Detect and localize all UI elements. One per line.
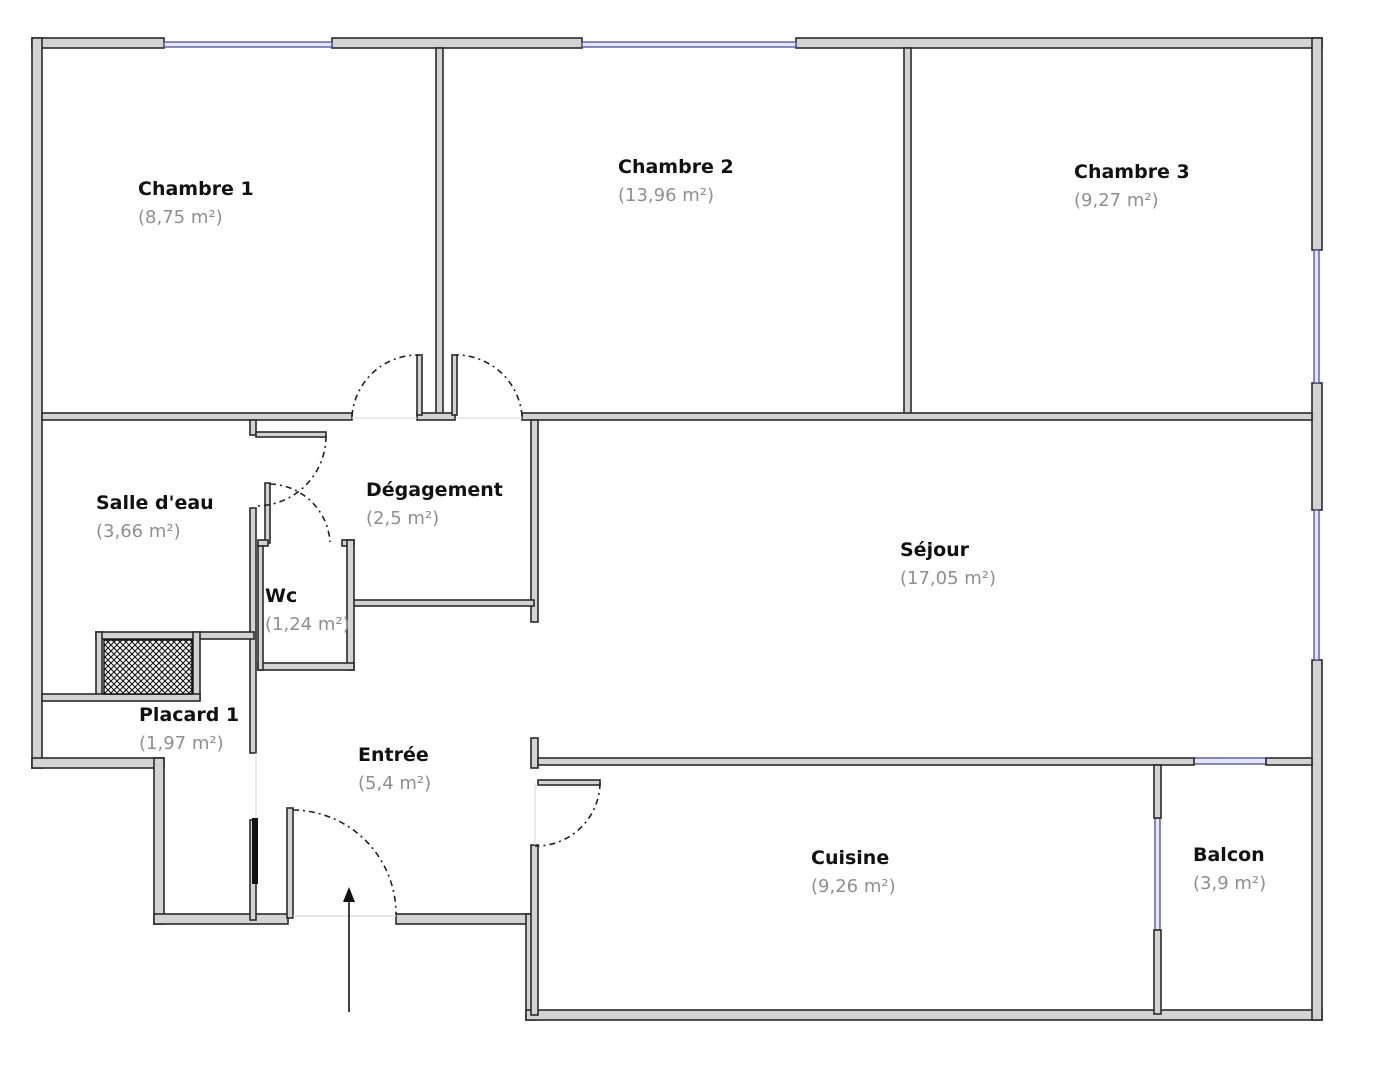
room-area: (9,26 m²) bbox=[811, 876, 896, 897]
room-area: (13,96 m²) bbox=[618, 185, 715, 206]
room-label-cuisine: Cuisine (9,26 m²) bbox=[811, 849, 896, 896]
room-label-sejour: Séjour (17,05 m²) bbox=[900, 541, 996, 588]
room-area: (3,66 m²) bbox=[96, 521, 181, 542]
room-name: Placard 1 bbox=[139, 704, 240, 726]
entrance-arrow bbox=[343, 887, 355, 1012]
room-area: (17,05 m²) bbox=[900, 568, 997, 589]
room-area: (9,27 m²) bbox=[1074, 190, 1159, 211]
room-label-chambre2: Chambre 2 (13,96 m²) bbox=[618, 158, 734, 205]
room-area: (8,75 m²) bbox=[138, 207, 223, 228]
room-name: Dégagement bbox=[366, 479, 503, 501]
room-label-placard1: Placard 1 (1,97 m²) bbox=[139, 706, 239, 753]
ventilation-shaft bbox=[103, 639, 193, 695]
room-area: (1,24 m²) bbox=[265, 614, 350, 635]
interior-walls bbox=[41, 47, 1313, 1016]
room-label-degagement: Dégagement (2,5 m²) bbox=[366, 481, 503, 528]
room-area: (1,97 m²) bbox=[139, 733, 224, 754]
room-label-entree: Entrée (5,4 m²) bbox=[358, 746, 431, 793]
room-label-salle-deau: Salle d'eau (3,66 m²) bbox=[96, 494, 214, 541]
room-name: Chambre 2 bbox=[618, 156, 734, 178]
room-name: Entrée bbox=[358, 744, 429, 766]
room-name: Cuisine bbox=[811, 847, 890, 869]
room-name: Salle d'eau bbox=[96, 492, 214, 514]
room-area: (3,9 m²) bbox=[1193, 873, 1267, 894]
windows bbox=[163, 41, 1320, 931]
room-label-chambre1: Chambre 1 (8,75 m²) bbox=[138, 180, 254, 227]
doors bbox=[255, 354, 601, 917]
room-area: (5,4 m²) bbox=[358, 773, 432, 794]
room-label-chambre3: Chambre 3 (9,27 m²) bbox=[1074, 163, 1190, 210]
room-name: Chambre 1 bbox=[138, 178, 254, 200]
room-area: (2,5 m²) bbox=[366, 508, 440, 529]
room-label-wc: Wc (1,24 m²) bbox=[265, 587, 350, 634]
room-name: Balcon bbox=[1193, 844, 1265, 866]
room-name: Chambre 3 bbox=[1074, 161, 1190, 183]
room-name: Séjour bbox=[900, 539, 970, 561]
room-label-balcon: Balcon (3,9 m²) bbox=[1193, 846, 1266, 893]
room-name: Wc bbox=[265, 585, 298, 607]
